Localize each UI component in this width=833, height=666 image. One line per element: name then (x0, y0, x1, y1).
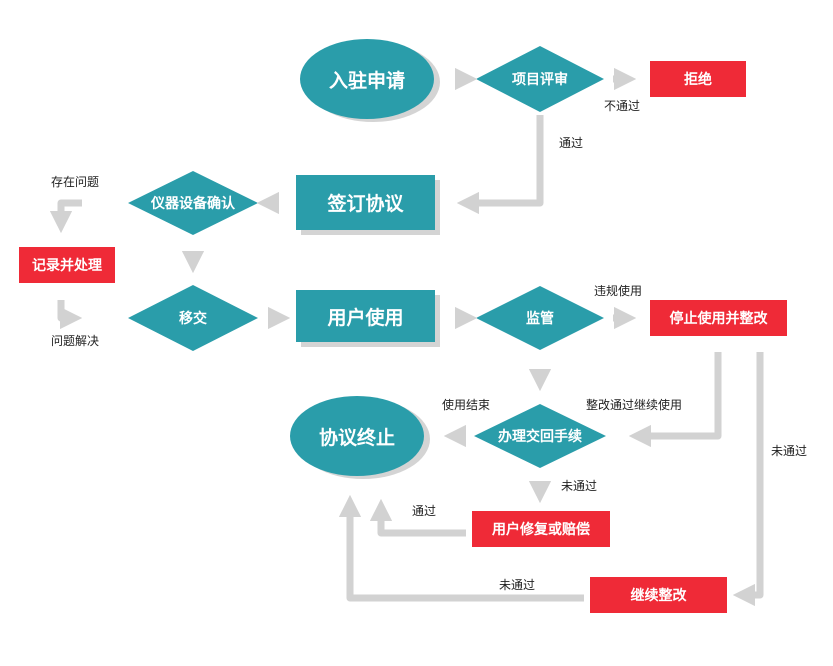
node-stop: 停止使用并整改 (669, 311, 768, 327)
arrow-record-resolved (57, 300, 83, 330)
node-continue-fix: 继续整改 (630, 588, 687, 604)
arrow-stop-continue (732, 352, 764, 607)
node-return: 办理交回手续 (498, 429, 582, 445)
arrow-repair-terminate (369, 498, 466, 537)
node-monitor: 监管 (526, 311, 554, 327)
node-review: 项目评审 (512, 72, 568, 88)
node-use: 用户使用 (327, 306, 404, 329)
node-use-shape (296, 290, 440, 347)
node-repair-shape (472, 511, 610, 547)
edge-label-pass-review: 通过 (559, 136, 584, 150)
node-terminate-shape (290, 396, 430, 479)
arrow-confirm-record (49, 199, 82, 234)
node-monitor-shape (476, 286, 604, 350)
arrow-stop-return (628, 352, 722, 448)
node-transfer-shape (128, 285, 258, 351)
edge-label-issue-resolved: 问题解决 (51, 334, 100, 348)
node-apply: 入驻申请 (328, 69, 405, 92)
node-terminate: 协议终止 (318, 426, 395, 449)
arrow-continue-terminate (338, 494, 584, 602)
node-reject: 拒绝 (684, 72, 712, 88)
edge-label-has-issue: 存在问题 (51, 175, 100, 189)
edge-label-fix-pass-continue: 整改通过继续使用 (586, 398, 683, 412)
node-return-shape (474, 404, 606, 468)
edge-label-not-pass-reject: 不通过 (604, 99, 641, 113)
edge-label-violation: 违规使用 (594, 284, 643, 298)
node-confirm: 仪器设备确认 (151, 196, 235, 212)
node-reject-shape (650, 61, 746, 97)
node-continue-fix-shape (590, 577, 727, 613)
node-confirm-shape (128, 171, 258, 235)
arrow-review-sign (456, 115, 544, 215)
edge-label-pass-repair: 通过 (412, 504, 437, 518)
edge-label-not-pass-stop: 未通过 (771, 444, 808, 458)
node-stop-shape (650, 300, 787, 336)
node-sign: 签订协议 (327, 193, 404, 215)
node-review-shape (476, 46, 604, 112)
edge-label-use-end: 使用结束 (442, 398, 491, 412)
edge-label-not-pass-return: 未通过 (561, 479, 598, 493)
edge-label-not-pass-continue: 未通过 (499, 578, 536, 592)
node-apply-shape (300, 39, 440, 122)
node-repair: 用户修复或赔偿 (492, 522, 590, 538)
node-sign-shape (296, 175, 440, 235)
node-record: 记录并处理 (32, 258, 102, 274)
node-transfer: 移交 (179, 311, 207, 327)
node-record-shape (19, 247, 115, 283)
